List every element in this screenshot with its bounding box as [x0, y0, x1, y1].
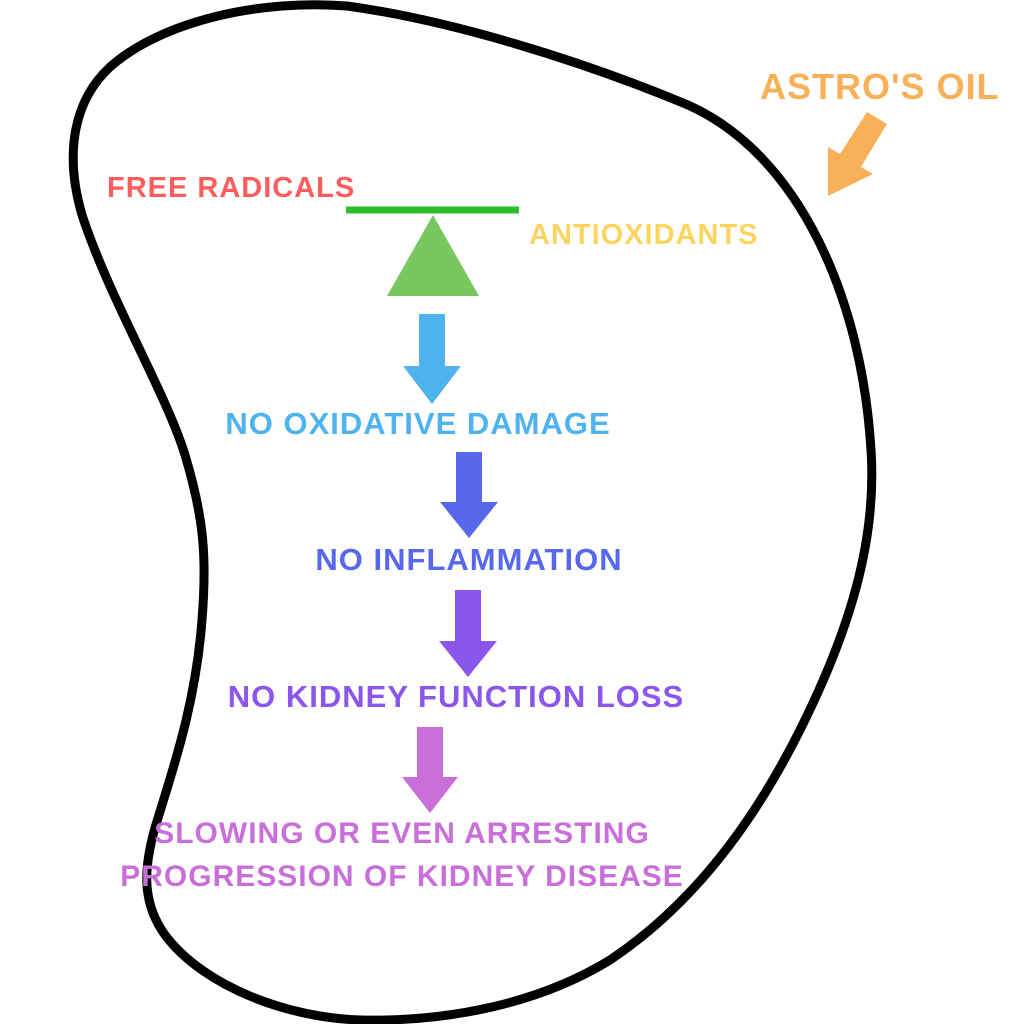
label-no-oxidative-damage: NO OXIDATIVE DAMAGE — [225, 406, 611, 441]
down-arrow-icon-function-loss — [439, 590, 497, 677]
label-no-inflammation: NO INFLAMMATION — [315, 542, 623, 577]
brand-arrow-icon — [828, 112, 887, 196]
label-outcome-line2: PROGRESSION OF KIDNEY DISEASE — [120, 860, 684, 893]
balance-fulcrum-icon — [387, 215, 479, 296]
down-arrow-icon-inflammation — [440, 452, 498, 538]
kidney-outline-shape — [68, 0, 877, 1024]
label-antioxidants: ANTIOXIDANTS — [529, 219, 759, 251]
down-arrow-icon-oxidative — [403, 314, 461, 404]
label-outcome: SLOWING OR EVEN ARRESTING PROGRESSION OF… — [120, 812, 684, 898]
label-outcome-line1: SLOWING OR EVEN ARRESTING — [154, 817, 650, 850]
label-free-radicals: FREE RADICALS — [107, 172, 356, 204]
brand-title: ASTRO'S OIL — [760, 66, 1000, 107]
label-no-kidney-function-loss: NO KIDNEY FUNCTION LOSS — [227, 679, 685, 714]
down-arrow-icon-outcome — [402, 727, 458, 813]
